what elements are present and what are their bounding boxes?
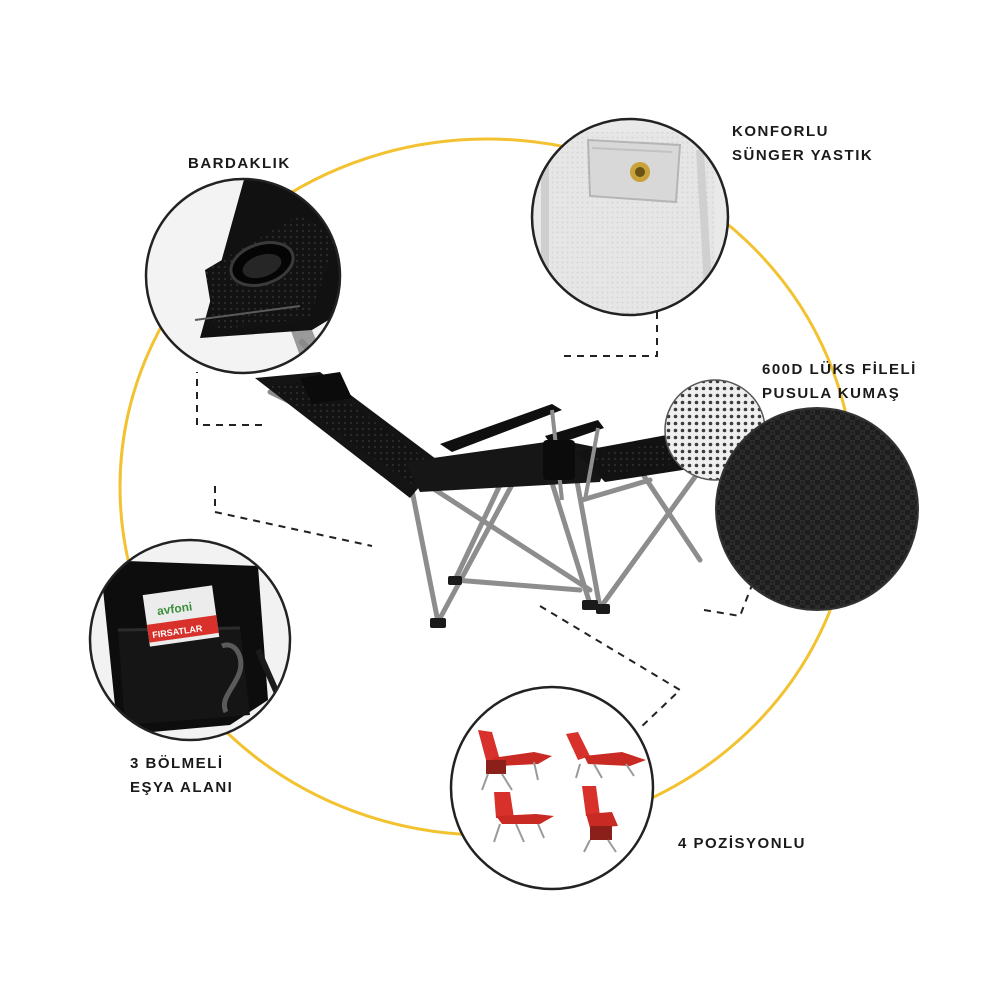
callout-storage-line2: EŞYA ALANI <box>130 779 234 796</box>
pocket-detail-icon: avfoni FIRSATLAR <box>88 538 292 742</box>
callout-positions-line1: 4 POZİSYONLU <box>678 835 807 852</box>
callout-cup-holder-line1: BARDAKLIK <box>188 155 291 172</box>
callout-storage-line1: 3 BÖLMELİ <box>130 755 224 772</box>
callout-cup-holder: BARDAKLIK <box>188 152 291 176</box>
callout-pillow-line2: SÜNGER YASTIK <box>732 147 874 164</box>
positions-detail-icon <box>449 685 655 891</box>
callout-storage: 3 BÖLMELİ EŞYA ALANI <box>130 752 233 800</box>
callout-positions: 4 POZİSYONLU <box>678 832 806 856</box>
callout-pillow-line1: KONFORLU <box>732 123 829 140</box>
callout-fabric-line2: PUSULA KUMAŞ <box>762 385 901 402</box>
callout-pillow: KONFORLU SÜNGER YASTIK <box>732 120 873 168</box>
pillow-detail-icon <box>530 117 730 317</box>
magazine-brand-text: avfoni <box>156 599 193 618</box>
cup-holder-detail-icon <box>144 177 342 375</box>
leader-lines <box>196 312 753 729</box>
reclining-chair-icon <box>255 372 780 628</box>
callout-fabric-line1: 600D LÜKS FİLELİ <box>762 361 917 378</box>
fabric-detail-icon <box>715 407 919 611</box>
callout-fabric: 600D LÜKS FİLELİ PUSULA KUMAŞ <box>762 358 917 406</box>
